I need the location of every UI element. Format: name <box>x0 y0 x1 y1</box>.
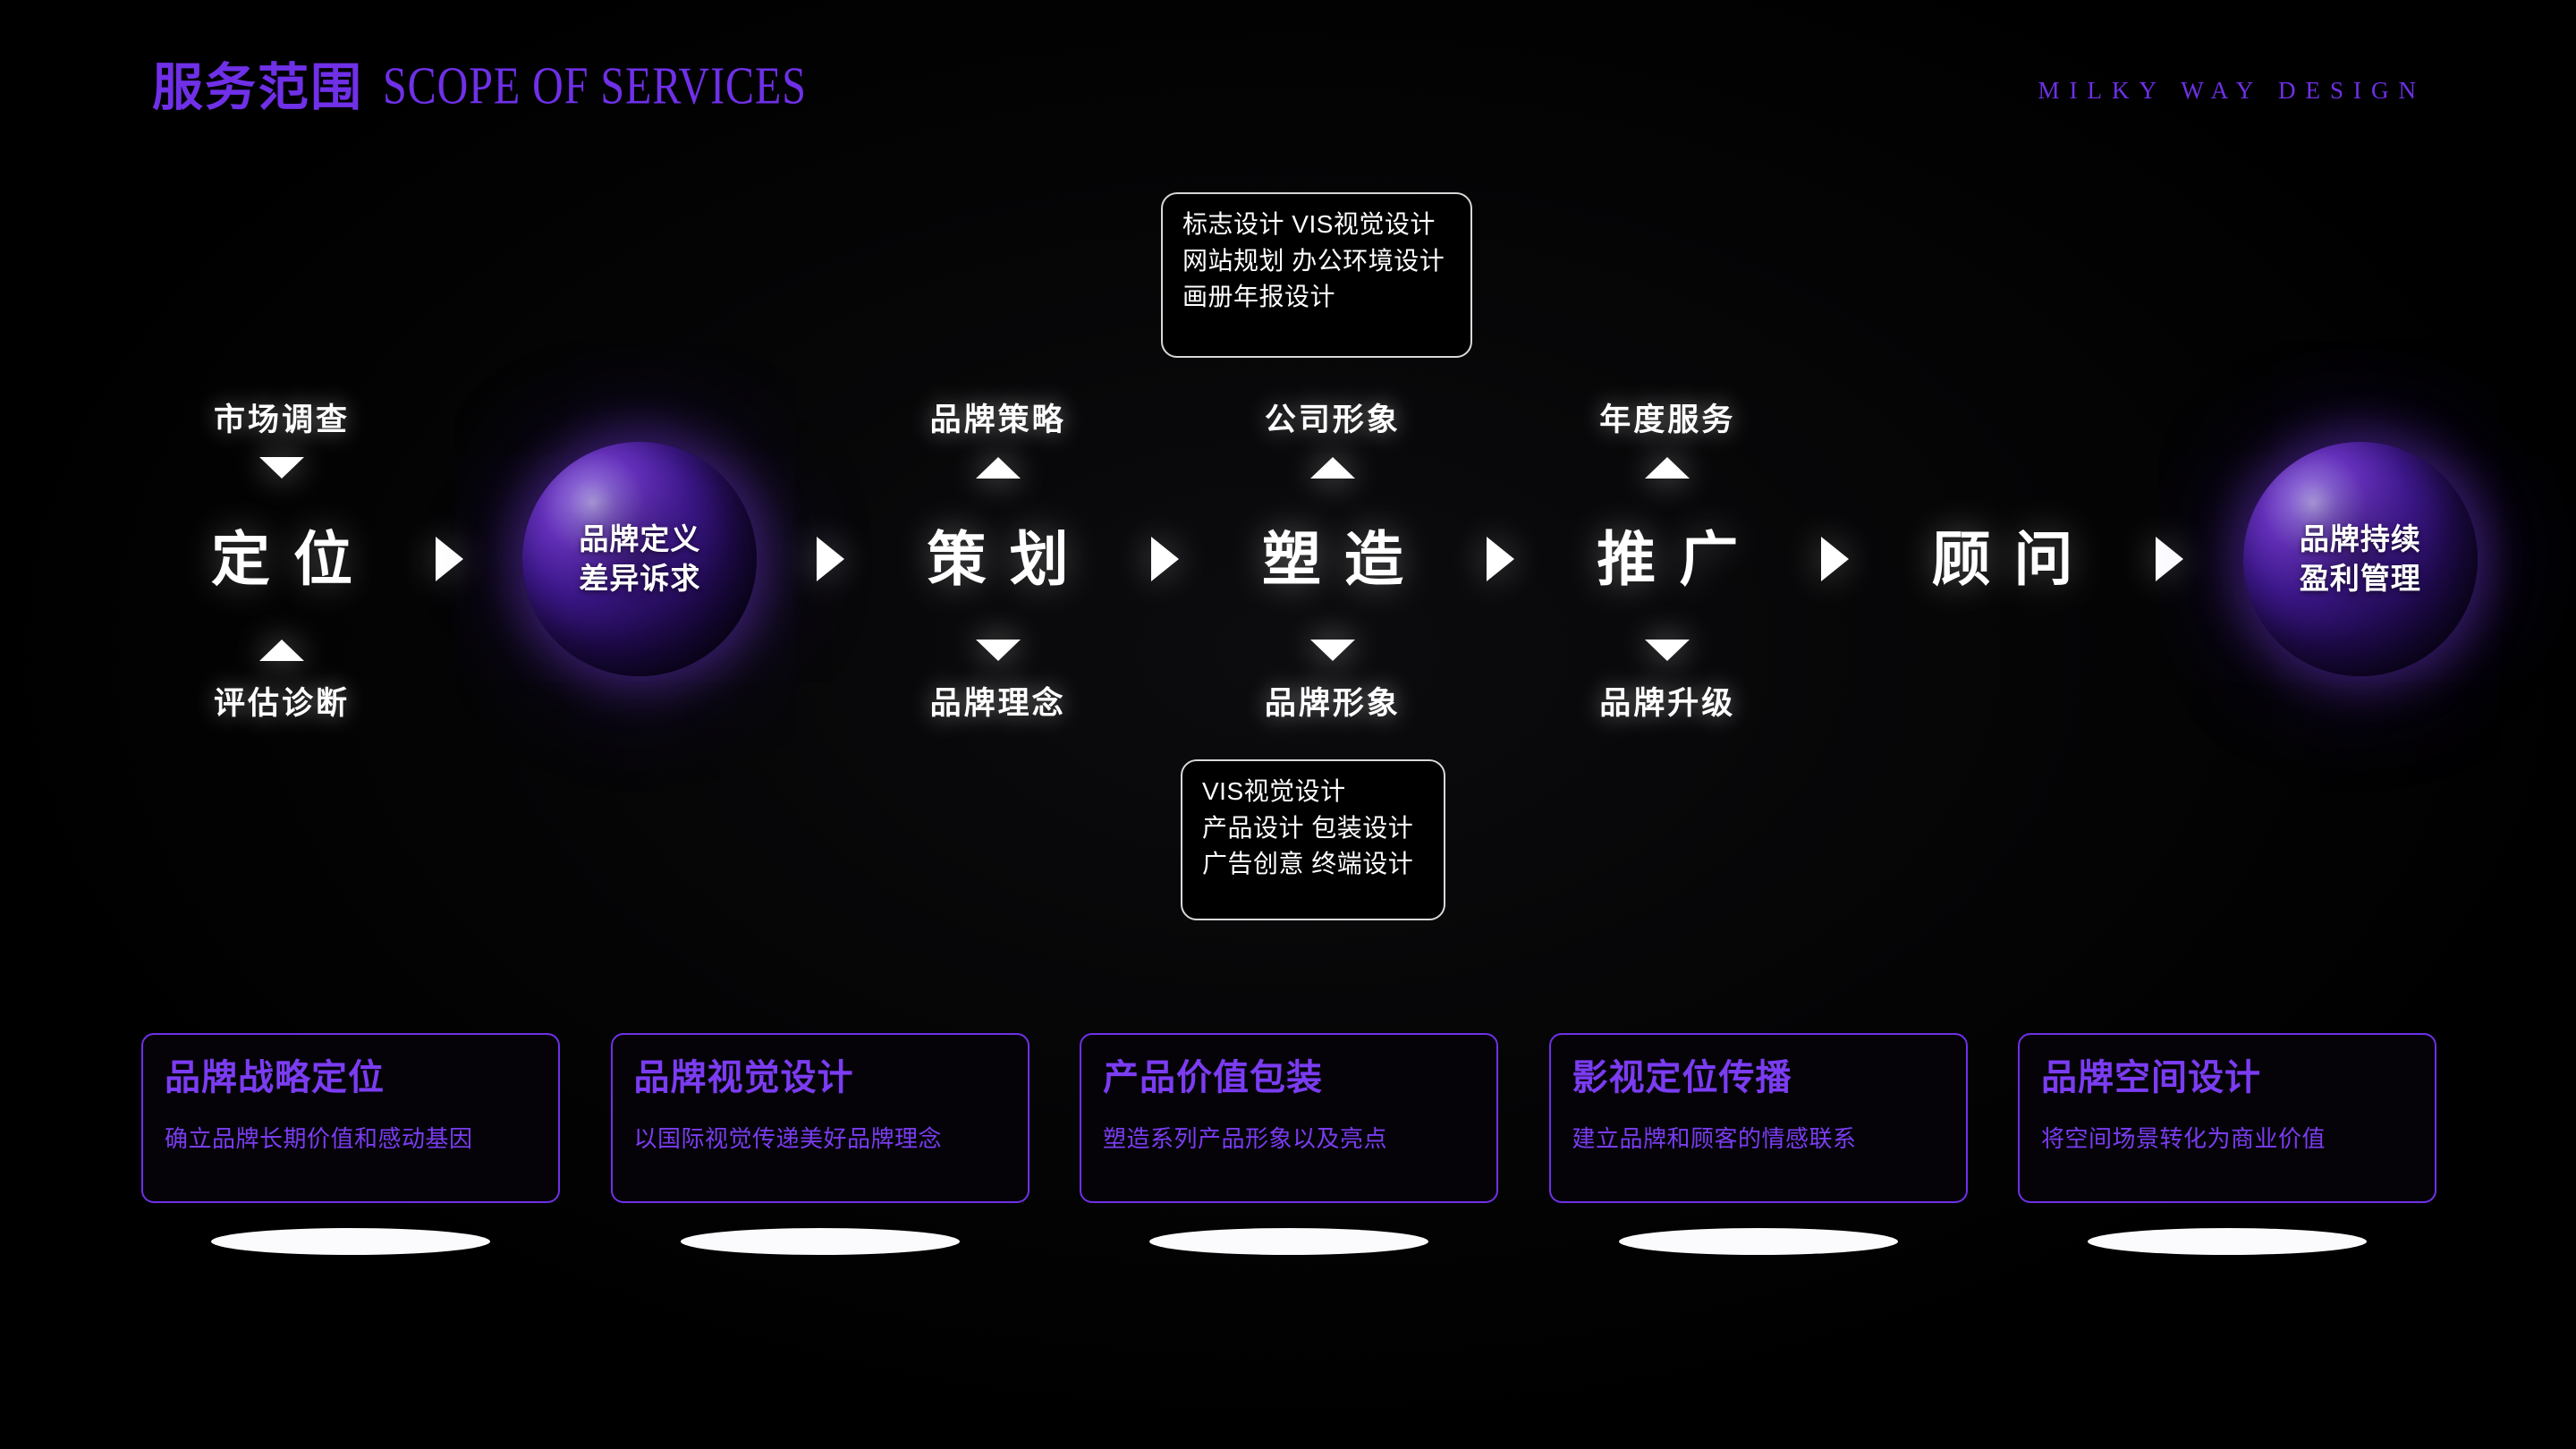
triangle-up-icon <box>1645 457 1690 479</box>
flow-step-top-label: 公司形象 <box>1264 402 1401 437</box>
service-card-slot: 品牌空间设计将空间场景转化为商业价值 <box>2018 1033 2436 1255</box>
service-card[interactable]: 影视定位传播建立品牌和顾客的情感联系 <box>1548 1033 1968 1203</box>
service-card-slot: 品牌视觉设计以国际视觉传递美好品牌理念 <box>610 1033 1030 1255</box>
play-triangle-right-icon <box>1151 537 1180 581</box>
flow-step[interactable]: 顾问 <box>1909 362 2097 756</box>
flow-step-bottom-label: 品牌形象 <box>1264 686 1401 721</box>
card-shadow-ellipse <box>680 1228 960 1255</box>
callout-line: 产品设计 包装设计 <box>1202 813 1414 842</box>
card-shadow-ellipse <box>1149 1228 1428 1255</box>
page-title-cn: 服务范围 <box>152 59 363 116</box>
service-card-slot: 产品价值包装塑造系列产品形象以及亮点 <box>1080 1033 1498 1255</box>
flow-sphere-line: 品牌持续 <box>2299 522 2421 556</box>
flow-sphere-line: 品牌定义 <box>579 522 701 556</box>
callout-line: 画册年报设计 <box>1182 283 1336 311</box>
flow-sphere[interactable]: 品牌持续盈利管理 <box>2242 442 2478 676</box>
service-card[interactable]: 品牌战略定位确立品牌长期价值和感动基因 <box>141 1033 560 1203</box>
service-card[interactable]: 品牌视觉设计以国际视觉传递美好品牌理念 <box>610 1033 1030 1203</box>
card-shadow-ellipse <box>1618 1228 1898 1255</box>
flow-step[interactable]: 品牌策略策划品牌理念 <box>904 362 1092 756</box>
play-triangle-right-icon <box>435 537 463 581</box>
flow-step-top-label: 品牌策略 <box>929 402 1066 437</box>
play-triangle-right-icon <box>1486 537 1514 581</box>
card-shadow-ellipse <box>2088 1228 2367 1255</box>
triangle-up-icon <box>259 640 304 661</box>
flow-step[interactable]: 市场调查定位评估诊断 <box>188 362 376 756</box>
triangle-down-icon <box>975 640 1021 661</box>
play-triangle-right-icon <box>816 537 844 581</box>
service-card-description: 以国际视觉传递美好品牌理念 <box>633 1125 943 1152</box>
card-shadow-ellipse <box>211 1228 490 1255</box>
flow-step-title: 定位 <box>211 526 376 592</box>
service-card-description: 建立品牌和顾客的情感联系 <box>1572 1125 1857 1152</box>
service-card[interactable]: 品牌空间设计将空间场景转化为商业价值 <box>2018 1033 2436 1203</box>
service-card-title: 品牌视觉设计 <box>633 1058 854 1097</box>
callout-line: 广告创意 终端设计 <box>1202 850 1414 878</box>
flow-sphere-line: 盈利管理 <box>2299 562 2421 595</box>
callout-box-company-image: 标志设计 VIS视觉设计 网站规划 办公环境设计 画册年报设计 <box>1161 192 1472 358</box>
flow-step-title: 推广 <box>1597 526 1762 592</box>
service-card-slot: 影视定位传播建立品牌和顾客的情感联系 <box>1548 1033 1968 1255</box>
flow-step-title: 策划 <box>927 526 1092 592</box>
flow-step-bottom-label: 品牌升级 <box>1599 686 1736 721</box>
flow-step-top-label: 年度服务 <box>1599 402 1736 437</box>
flow-step-bottom-label: 品牌理念 <box>929 686 1066 721</box>
service-flow-track: 市场调查定位评估诊断品牌定义差异诉求品牌策略策划品牌理念公司形象塑造品牌形象年度… <box>188 349 2478 769</box>
brand-wordmark: MILKY WAY DESIGN <box>2038 77 2426 104</box>
flow-step-bottom-label: 评估诊断 <box>213 686 350 721</box>
service-card[interactable]: 产品价值包装塑造系列产品形象以及亮点 <box>1080 1033 1498 1203</box>
page-title: 服务范围 SCOPE OF SERVICES <box>152 59 825 116</box>
slide-header: 服务范围 SCOPE OF SERVICES MILKY WAY DESIGN <box>0 59 2576 134</box>
play-triangle-right-icon <box>2156 537 2184 581</box>
triangle-down-icon <box>1645 640 1690 661</box>
service-card-description: 将空间场景转化为商业价值 <box>2041 1125 2326 1152</box>
flow-sphere[interactable]: 品牌定义差异诉求 <box>522 442 758 676</box>
service-card-description: 确立品牌长期价值和感动基因 <box>165 1125 473 1152</box>
flow-step[interactable]: 年度服务推广品牌升级 <box>1573 362 1761 756</box>
play-triangle-right-icon <box>1820 537 1849 581</box>
flow-step-title: 顾问 <box>1931 526 2097 592</box>
service-flow: 市场调查定位评估诊断品牌定义差异诉求品牌策略策划品牌理念公司形象塑造品牌形象年度… <box>0 349 2576 769</box>
service-card-row: 品牌战略定位确立品牌长期价值和感动基因品牌视觉设计以国际视觉传递美好品牌理念产品… <box>141 1033 2436 1255</box>
callout-box-brand-image: VIS视觉设计 产品设计 包装设计 广告创意 终端设计 <box>1181 759 1445 920</box>
callout-line: 网站规划 办公环境设计 <box>1182 246 1445 275</box>
service-card-title: 影视定位传播 <box>1572 1058 1792 1097</box>
service-card-description: 塑造系列产品形象以及亮点 <box>1103 1125 1388 1152</box>
triangle-up-icon <box>1309 457 1355 479</box>
triangle-down-icon <box>1309 640 1355 661</box>
flow-step[interactable]: 公司形象塑造品牌形象 <box>1239 362 1427 756</box>
callout-line: 标志设计 VIS视觉设计 <box>1182 210 1436 238</box>
page-title-en: SCOPE OF SERVICES <box>383 55 807 115</box>
flow-sphere-line: 差异诉求 <box>579 562 701 595</box>
service-card-slot: 品牌战略定位确立品牌长期价值和感动基因 <box>141 1033 560 1255</box>
callout-line: VIS视觉设计 <box>1202 777 1346 805</box>
service-card-title: 品牌战略定位 <box>165 1058 385 1097</box>
service-card-title: 品牌空间设计 <box>2041 1058 2261 1097</box>
flow-step-top-label: 市场调查 <box>213 402 350 437</box>
triangle-up-icon <box>975 457 1021 479</box>
triangle-down-icon <box>259 457 304 479</box>
service-card-title: 产品价值包装 <box>1103 1058 1323 1097</box>
flow-step-title: 塑造 <box>1261 526 1427 592</box>
